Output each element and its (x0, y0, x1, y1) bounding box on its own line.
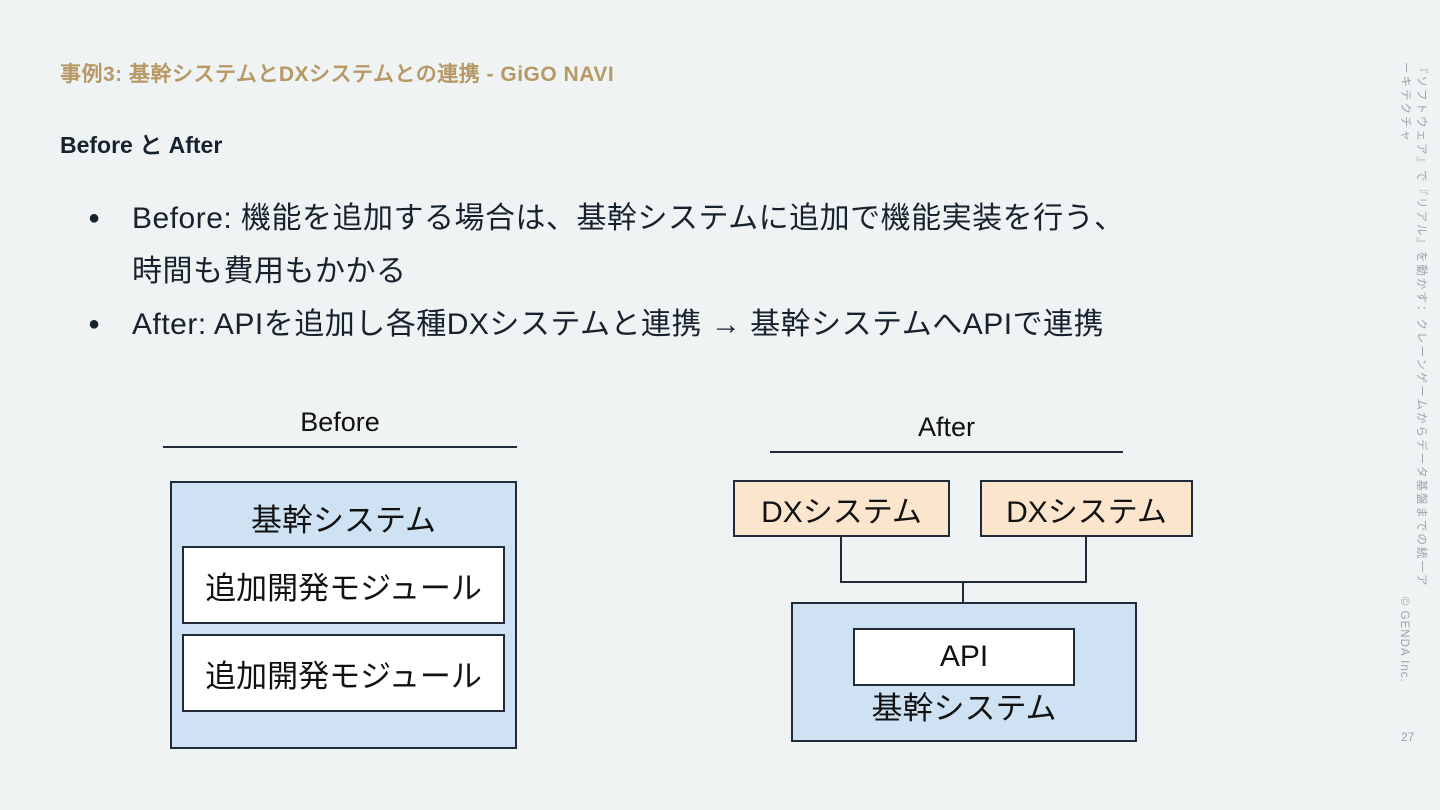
bullet-line: After: APIを追加し各種DXシステムと連携 → 基幹システムへAPIで連… (132, 308, 1105, 341)
bullet-item: ● After: APIを追加し各種DXシステムと連携 → 基幹システムへAPI… (88, 298, 1348, 351)
bullet-text: After: APIを追加し各種DXシステムと連携 → 基幹システムへAPIで連… (132, 298, 1104, 351)
module-label: 追加開発モジュール (205, 658, 482, 694)
bullet-dot-icon: ● (88, 313, 101, 335)
module-box: 追加開発モジュール (182, 546, 505, 624)
bullet-line: 時間も費用もかかる (132, 255, 407, 288)
api-label: API (939, 640, 989, 673)
connector-line-right (1085, 537, 1087, 583)
core-system-label: 基幹システム (250, 503, 437, 538)
api-box: API (853, 628, 1075, 686)
after-diagram-label: After (770, 412, 1123, 453)
dx-system-label: DXシステム (1006, 495, 1167, 529)
copyright-text: © GENDA Inc. (1398, 597, 1410, 683)
dx-system-label: DXシステム (761, 495, 922, 529)
dx-system-box-left: DXシステム (733, 480, 950, 537)
bullet-text: Before: 機能を追加する場合は、基幹システムに追加で機能実装を行う、 時間… (132, 192, 1125, 298)
dx-system-box-right: DXシステム (980, 480, 1193, 537)
connector-line-left (840, 537, 842, 583)
page-title: 事例3: 基幹システムとDXシステムとの連携 - GiGO NAVI (60, 63, 615, 86)
core-system-label: 基幹システム (871, 691, 1057, 726)
connector-line-center (962, 581, 964, 619)
core-system-box-before: 基幹システム 追加開発モジュール 追加開発モジュール (170, 481, 517, 749)
bullet-item: ● Before: 機能を追加する場合は、基幹システムに追加で機能実装を行う、 … (88, 192, 1348, 298)
bullet-list: ● Before: 機能を追加する場合は、基幹システムに追加で機能実装を行う、 … (88, 192, 1348, 351)
module-label: 追加開発モジュール (205, 570, 482, 606)
vertical-tagline: 『ソフトウェア』で『リアル』を動かす：クレーンゲームからデータ基盤までの統一アー… (1399, 62, 1427, 588)
bullet-line: Before: 機能を追加する場合は、基幹システムに追加で機能実装を行う、 (132, 202, 1125, 235)
core-system-box-after: API 基幹システム (791, 602, 1137, 742)
page-subtitle: Before と After (60, 132, 223, 158)
bullet-dot-icon: ● (88, 207, 101, 229)
module-box: 追加開発モジュール (182, 634, 505, 712)
page-number: 27 (1401, 730, 1415, 744)
before-diagram-label: Before (163, 407, 517, 448)
